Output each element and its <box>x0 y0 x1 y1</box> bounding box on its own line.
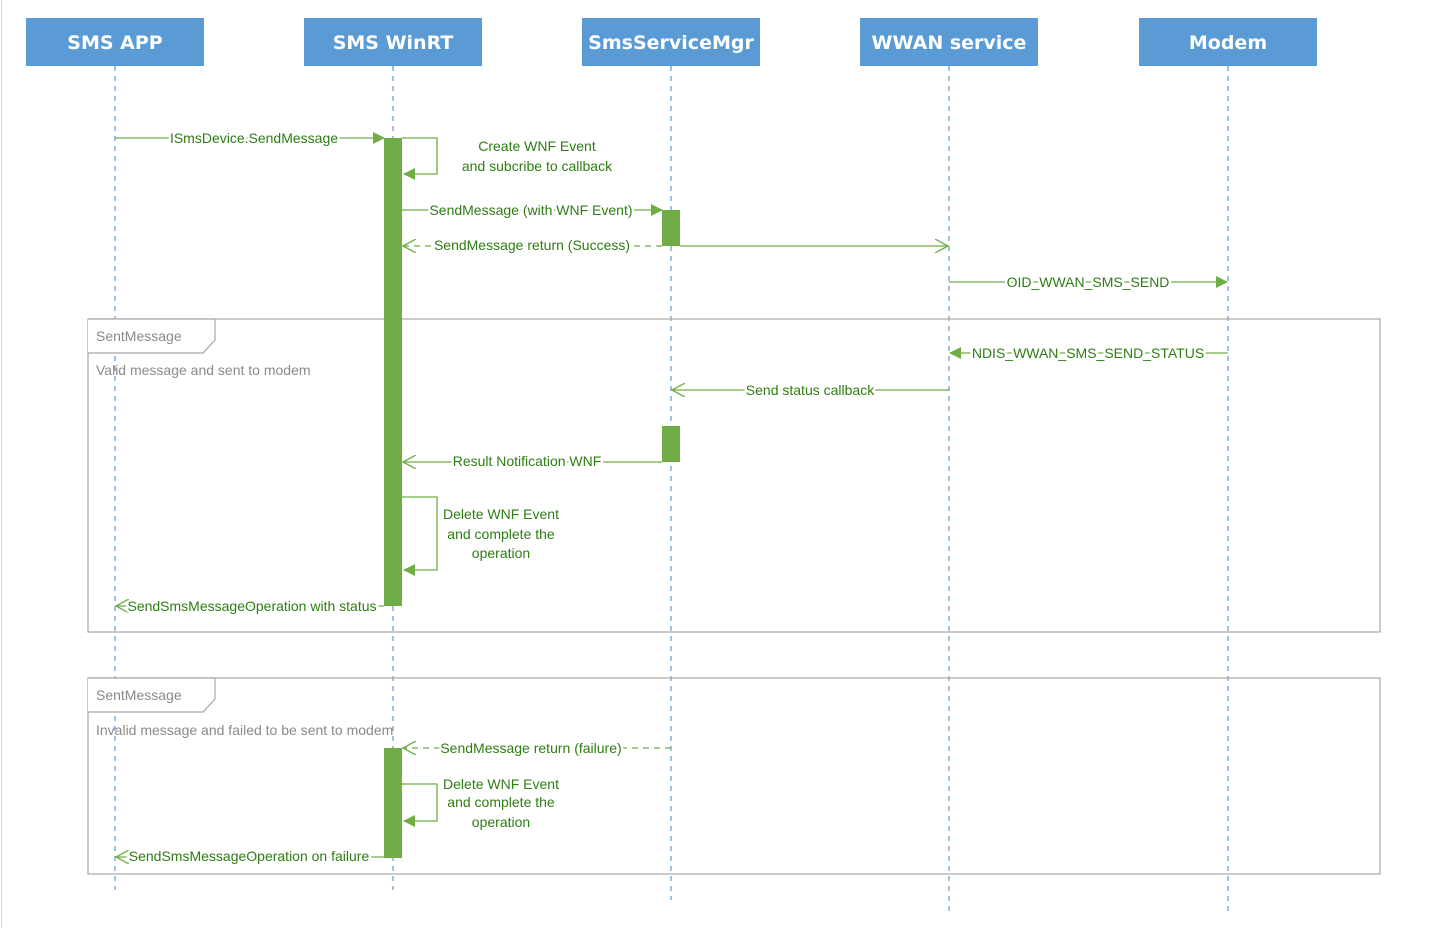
participant-sms-winrt: SMS WinRT <box>304 18 482 66</box>
frame-condition: Invalid message and failed to be sent to… <box>96 722 393 738</box>
message-label: NDIS_WWAN_SMS_SEND_STATUS <box>972 345 1204 361</box>
message-label: OID_WWAN_SMS_SEND <box>1007 274 1170 290</box>
message-label: SendSmsMessageOperation on failure <box>129 848 370 864</box>
message-label: SendMessage return (Success) <box>434 237 630 253</box>
message-status-callback: Send status callback <box>672 380 949 401</box>
message-label: and subcribe to callback <box>462 158 613 174</box>
message-delete-wnf-self-failure: Delete WNF Event and complete the operat… <box>402 776 559 830</box>
message-label: Delete WNF Event <box>443 776 559 792</box>
frame-valid-message: SentMessage Valid message and sent to mo… <box>87 318 1381 633</box>
frame-tag: SentMessage <box>96 328 182 344</box>
participant-label: SMS WinRT <box>333 32 454 54</box>
message-label: and complete the <box>447 526 555 542</box>
message-label: Create WNF Event <box>478 138 596 154</box>
message-label: Result Notification WNF <box>453 453 602 469</box>
message-operation-with-status: SendSmsMessageOperation with status <box>116 596 384 617</box>
participant-modem: Modem <box>1139 18 1317 66</box>
message-send-message: ISmsDevice.SendMessage <box>115 128 385 149</box>
activation-smsservicemgr <box>662 210 680 246</box>
participant-label: WWAN service <box>872 32 1027 54</box>
activation-sms-winrt <box>384 748 402 858</box>
activation-smsservicemgr <box>662 426 680 462</box>
message-ndis-status: NDIS_WWAN_SMS_SEND_STATUS <box>949 343 1228 364</box>
message-label: Send status callback <box>746 382 875 398</box>
message-operation-on-failure: SendSmsMessageOperation on failure <box>116 846 384 867</box>
message-label: SendMessage return (failure) <box>440 740 621 756</box>
participant-sms-app: SMS APP <box>26 18 204 66</box>
frame-tag: SentMessage <box>96 687 182 703</box>
message-label: SendMessage (with WNF Event) <box>429 202 632 218</box>
participant-label: Modem <box>1189 32 1267 54</box>
participant-label: SmsServiceMgr <box>588 32 754 54</box>
message-delete-wnf-self: Delete WNF Event and complete the operat… <box>402 496 559 576</box>
participant-label: SMS APP <box>67 32 163 54</box>
message-label: ISmsDevice.SendMessage <box>170 130 338 146</box>
message-send-with-wnf: SendMessage (with WNF Event) <box>402 200 663 221</box>
frame-condition: Valid message and sent to modem <box>96 362 311 378</box>
message-label: operation <box>472 814 530 830</box>
message-create-wnf-self: Create WNF Event and subcribe to callbac… <box>402 137 613 180</box>
message-send-return-failure: SendMessage return (failure) <box>403 738 671 759</box>
message-oid-send: OID_WWAN_SMS_SEND <box>949 272 1228 293</box>
activation-sms-winrt <box>384 138 402 606</box>
message-send-return-success: SendMessage return (Success) <box>403 235 662 256</box>
participant-wwan-service: WWAN service <box>860 18 1038 66</box>
message-label: SendSmsMessageOperation with status <box>127 598 376 614</box>
message-label: and complete the <box>447 794 555 810</box>
message-label: operation <box>472 545 530 561</box>
message-result-notification: Result Notification WNF <box>403 451 662 472</box>
frame-invalid-message: SentMessage Invalid message and failed t… <box>87 677 1381 875</box>
message-label: Delete WNF Event <box>443 506 559 522</box>
participant-smsservicemgr: SmsServiceMgr <box>582 18 760 66</box>
